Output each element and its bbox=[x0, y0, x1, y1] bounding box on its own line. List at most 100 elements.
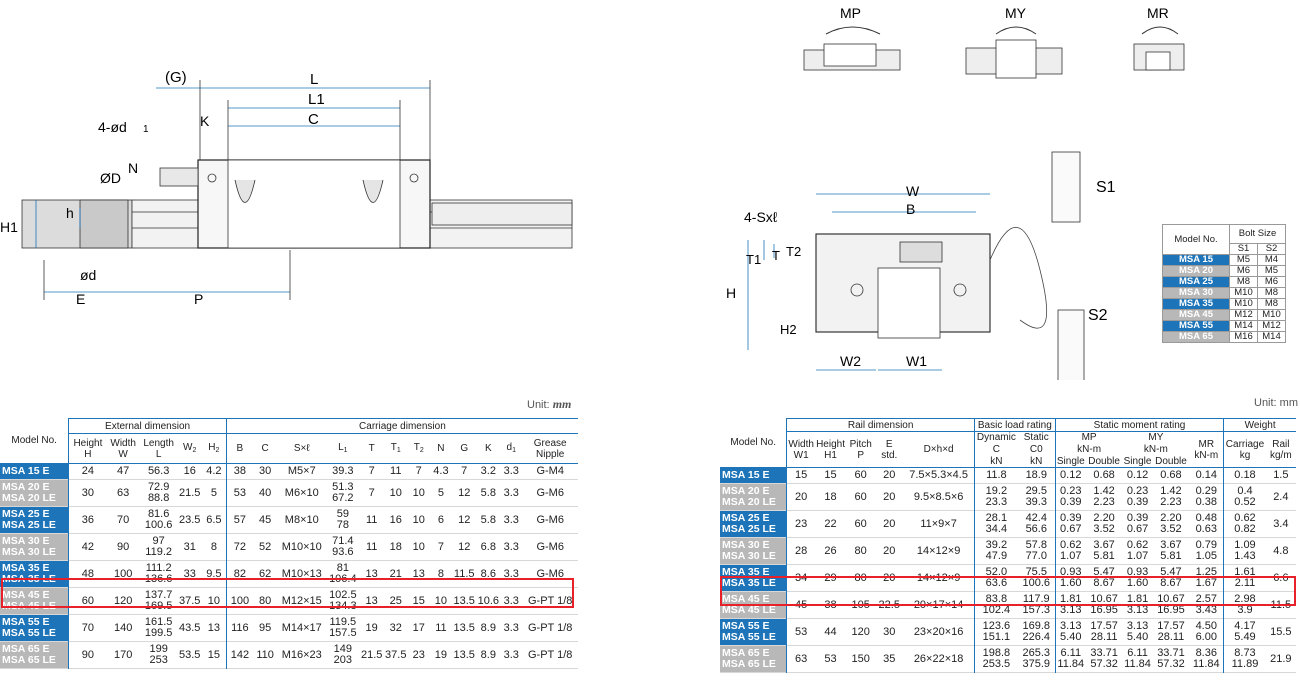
cell-line: 18.9 bbox=[1025, 469, 1047, 481]
value-cell: 47 bbox=[117, 465, 130, 477]
value-cell: 3.3 bbox=[503, 540, 519, 553]
value-cell: 21 bbox=[389, 567, 402, 580]
label-big-h: H bbox=[726, 285, 736, 301]
value-cell: 23 bbox=[412, 648, 425, 661]
model-cell: MSA 15 E bbox=[720, 467, 787, 484]
value-cell: 9.5 bbox=[206, 567, 222, 580]
value-cell: 11 bbox=[365, 513, 378, 526]
cell-line: 102.4 bbox=[982, 604, 1011, 616]
cell-line: 375.9 bbox=[1022, 658, 1051, 670]
cell-line: 4.50 bbox=[1195, 620, 1217, 632]
value-cell: 18.9 bbox=[1018, 468, 1055, 484]
cell-line: 33.71 bbox=[1157, 647, 1185, 659]
value-cell: 53 bbox=[786, 618, 815, 646]
left-model-header: Model No. bbox=[0, 418, 69, 464]
label-s2: S2 bbox=[1088, 307, 1108, 324]
value-cell: 8 bbox=[437, 567, 444, 580]
value-cell: 170 bbox=[113, 648, 133, 661]
cell-line: 0.23 bbox=[1126, 485, 1149, 497]
value-cell: 10 bbox=[207, 594, 220, 607]
cell-line: 117.9 bbox=[1022, 593, 1050, 605]
value-cell: 11 bbox=[365, 540, 378, 553]
value-cell: 23.5 bbox=[179, 513, 201, 526]
value-cell: 32 bbox=[389, 621, 402, 634]
cell-line: 0.62 bbox=[1126, 539, 1149, 551]
cell-line: 226.4 bbox=[1022, 631, 1051, 643]
value-cell: 3.2 bbox=[480, 465, 496, 477]
cell-line: 1.61 bbox=[1234, 566, 1256, 578]
cell-line: 2.98 bbox=[1234, 593, 1256, 605]
value-cell: 3.4 bbox=[1273, 517, 1289, 530]
value-cell: G-M6 bbox=[536, 486, 564, 499]
label-k: K bbox=[200, 113, 210, 129]
cell-line: 16.95 bbox=[1090, 604, 1118, 616]
cell-line: 123.6 bbox=[982, 620, 1011, 632]
right-model-header: Model No. bbox=[720, 418, 787, 468]
cell-line: MSA 30 E bbox=[2, 535, 50, 547]
value-cell: 2.4 bbox=[1273, 490, 1289, 503]
cell-line: 3.67 bbox=[1093, 539, 1115, 551]
cell-line: 253 bbox=[149, 654, 168, 666]
value-cell: 13.5 bbox=[453, 648, 475, 661]
col-mp-double: Double bbox=[1085, 455, 1123, 468]
value-cell: 70 bbox=[117, 513, 130, 526]
cell-line: 0.23 bbox=[1060, 485, 1082, 497]
cell-line: MSA 55 LE bbox=[722, 631, 776, 643]
cell-line: 2.11 bbox=[1234, 577, 1256, 589]
label-my: MY bbox=[1005, 5, 1027, 21]
cell-line: 28.1 bbox=[985, 512, 1008, 524]
cell-line: 1.43 bbox=[1234, 550, 1256, 562]
value-cell: M5×7 bbox=[287, 465, 316, 477]
cell-line: 0.4 bbox=[1237, 485, 1253, 497]
cell-line: 0.68 bbox=[1160, 469, 1182, 481]
cell-line: 81 bbox=[336, 562, 349, 574]
cell-line: 149 bbox=[333, 643, 352, 655]
value-cell: 4.8 bbox=[1273, 544, 1289, 557]
value-cell: 3.3 bbox=[503, 486, 519, 499]
cell-line: 42.4 bbox=[1025, 512, 1047, 524]
cell-line: 1.42 bbox=[1160, 485, 1182, 497]
cell-line: MSA 15 E bbox=[2, 465, 50, 477]
cell-line: 78 bbox=[336, 519, 349, 531]
cell-line: 0.38 bbox=[1195, 496, 1217, 508]
cell-line: 5.47 bbox=[1093, 566, 1115, 578]
cell-line: 0.82 bbox=[1234, 523, 1256, 535]
value-cell: 18 bbox=[389, 540, 402, 553]
value-cell: 7 bbox=[368, 486, 375, 499]
value-cell: G-M4 bbox=[536, 465, 564, 477]
cell-line: 0.52 bbox=[1234, 496, 1256, 508]
cell-line: 6.00 bbox=[1195, 631, 1217, 643]
value-cell: M12×15 bbox=[281, 594, 322, 607]
value-cell: 16 bbox=[183, 465, 196, 477]
label-hole: 4-ød bbox=[98, 119, 127, 135]
value-cell: 20 bbox=[883, 490, 896, 503]
cell-line: 0.39 bbox=[1060, 496, 1082, 508]
cell-line: 0.93 bbox=[1126, 566, 1149, 578]
value-cell: 63 bbox=[117, 486, 130, 499]
value-cell: 35 bbox=[883, 652, 896, 665]
cell-line: MSA 20 E bbox=[2, 481, 50, 493]
